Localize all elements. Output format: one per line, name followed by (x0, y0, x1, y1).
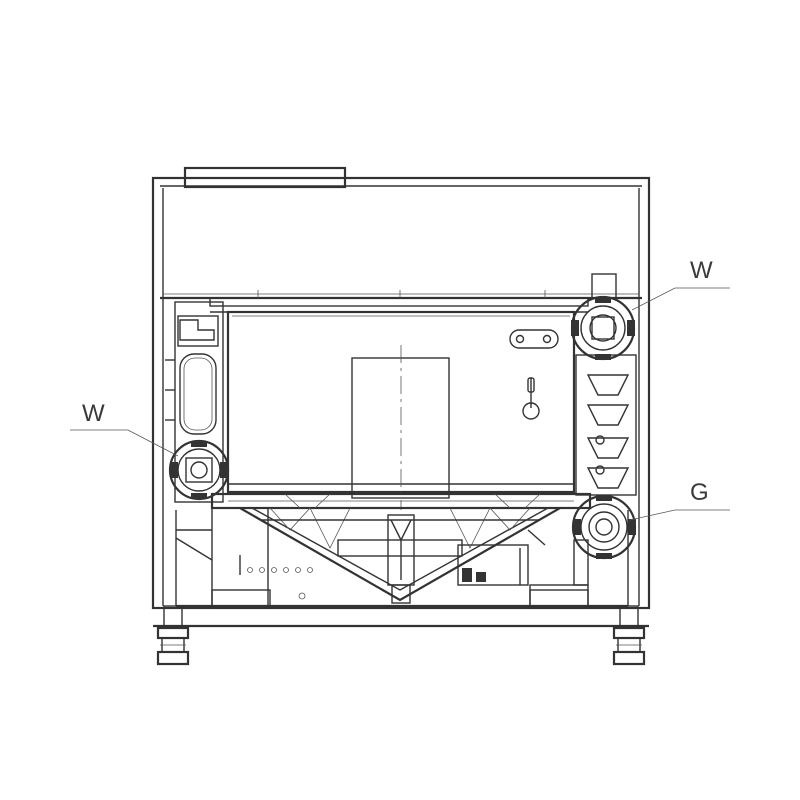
left-foot (156, 605, 190, 666)
leader-w-left (70, 429, 179, 457)
right-column (575, 354, 637, 496)
leader-g (629, 509, 730, 521)
callout-label-w-left: W (82, 400, 105, 427)
right-foot (612, 605, 646, 666)
tank-top-rail (209, 290, 589, 313)
hopper-truss (239, 507, 561, 604)
left-pump-flange (168, 439, 230, 501)
base-frame (210, 492, 592, 510)
right-lower-flange (571, 494, 637, 560)
slotted-plate (509, 329, 559, 349)
right-lower-equipment (457, 529, 589, 608)
left-column (165, 301, 224, 503)
center-panel (351, 345, 450, 510)
left-lower-compartment (175, 507, 313, 607)
callout-label-g: G (690, 479, 709, 506)
right-upper-pump-flange (570, 273, 636, 361)
level-gauge (522, 377, 540, 420)
callout-label-w-upper-right: W (690, 257, 713, 284)
leader-w-right (631, 287, 730, 311)
floor-plates (153, 510, 649, 628)
